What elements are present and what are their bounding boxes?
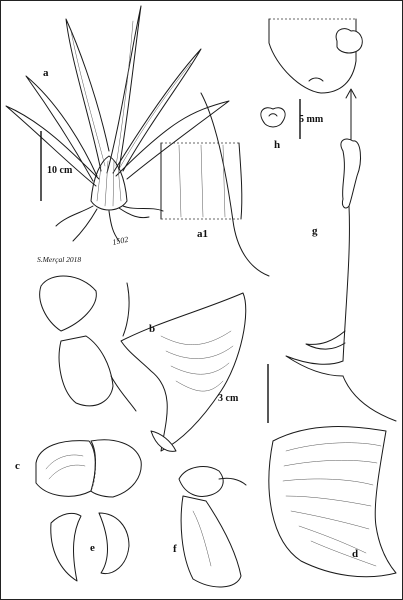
- panel-label-c: c: [15, 460, 20, 472]
- illustrator-signature: S.Merçal 2018: [37, 255, 81, 264]
- sepal-pair-drawing: [35, 439, 142, 498]
- inflorescence-drawing: [285, 138, 397, 422]
- panel-label-g: g: [312, 225, 318, 237]
- panel-label-d: d: [352, 548, 358, 560]
- lip-flat-drawing: [268, 426, 397, 578]
- panel-label-b: b: [149, 323, 155, 335]
- petal-pair-drawing: [50, 512, 130, 582]
- panel-label-a1: a1: [197, 228, 208, 240]
- flower-scale-label: 3 cm: [218, 393, 239, 404]
- panel-label-e: e: [90, 542, 95, 554]
- specimen-number: 1502: [112, 235, 130, 247]
- panel-label-h: h: [274, 139, 280, 151]
- arrow-head: [345, 88, 357, 99]
- small-flower-drawing: [260, 107, 286, 128]
- detail-scale-label: 5 mm: [299, 114, 324, 125]
- panel-label-a: a: [43, 67, 49, 79]
- lip-side-drawing: [178, 466, 247, 588]
- habit-scale-label: 10 cm: [47, 165, 73, 176]
- column-detail-drawing: [268, 18, 363, 94]
- leaf-section-drawing: [160, 142, 243, 220]
- habit-drawing: [5, 5, 270, 277]
- panel-label-f: f: [173, 543, 177, 555]
- flower-drawing: [39, 275, 247, 452]
